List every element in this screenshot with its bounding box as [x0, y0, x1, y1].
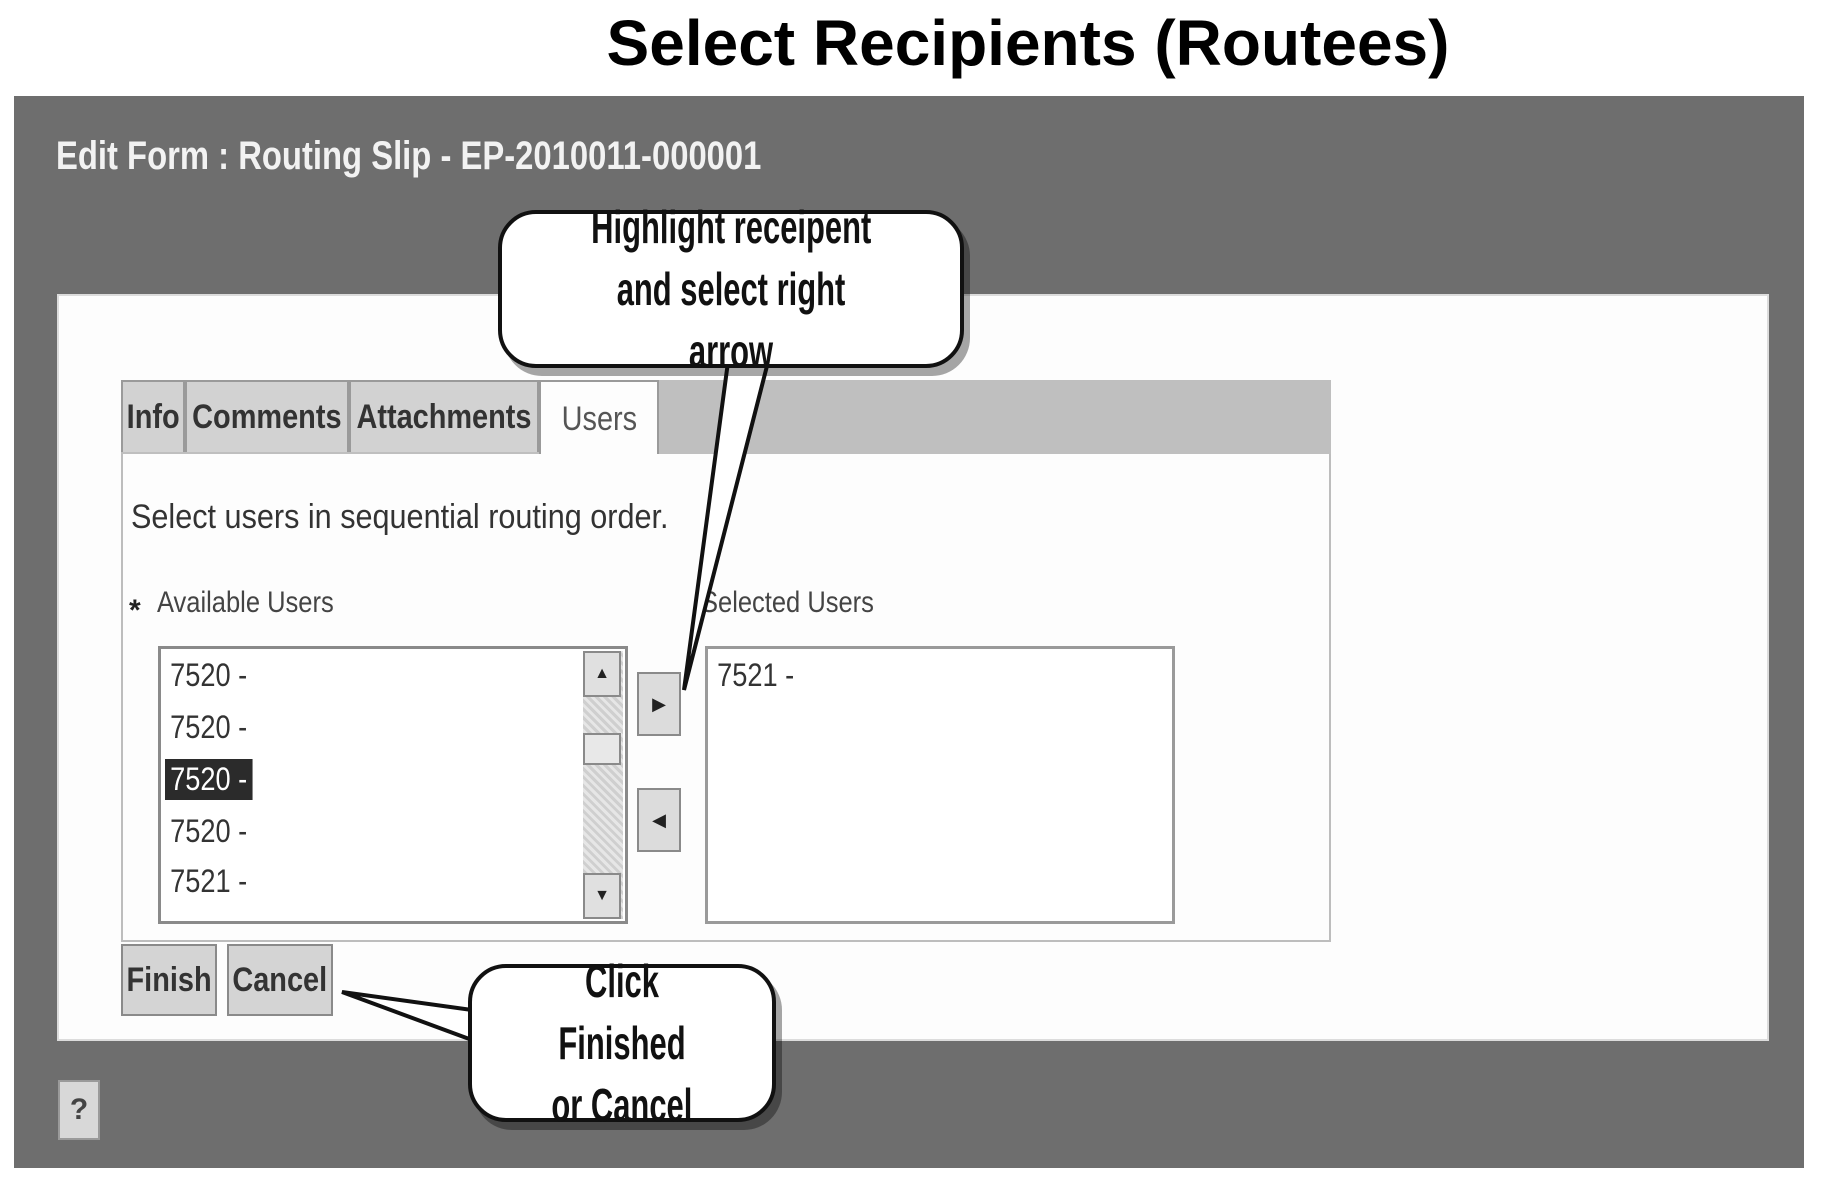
list-item[interactable]: 7520 - [170, 813, 248, 849]
scrollbar-thumb[interactable] [583, 733, 621, 765]
callout-text-line: Click Finished [558, 955, 686, 1069]
help-button[interactable]: ? [58, 1080, 100, 1140]
tab-comments[interactable]: Comments [185, 380, 349, 452]
window-title: Edit Form : Routing Slip - EP-2010011-00… [56, 134, 762, 178]
list-item[interactable]: 7520 - [170, 709, 248, 745]
tab-info[interactable]: Info [121, 380, 185, 452]
available-users-list[interactable]: 7520 - 7520 - 7520 - 7520 - 7521 - ▲ ▼ [158, 646, 628, 924]
arrow-left-icon: ◀ [652, 809, 666, 830]
arrow-right-icon: ▶ [652, 693, 666, 714]
form-panel: Info Comments Attachments Users Select u… [57, 294, 1769, 1041]
users-tab-content: Select users in sequential routing order… [121, 454, 1331, 942]
list-item[interactable]: 7520 - [170, 657, 248, 693]
callout-text-line: and select right arrow [616, 263, 846, 377]
list-item[interactable]: 7521 - [717, 657, 795, 693]
required-marker: * [129, 594, 141, 627]
move-left-button[interactable]: ◀ [637, 788, 681, 852]
scroll-up-icon[interactable]: ▲ [583, 651, 621, 697]
instruction-text: Select users in sequential routing order… [131, 498, 669, 536]
list-item-selected[interactable]: 7520 - [165, 759, 253, 800]
slide-title: Select Recipients (Routees) [606, 7, 1450, 79]
callout-highlight-recipient: Highlight receipent and select right arr… [498, 201, 964, 377]
list-item[interactable]: 7521 - [170, 863, 248, 899]
tab-users[interactable]: Users [539, 380, 659, 456]
callout-text-line: or Cancel [551, 1079, 693, 1131]
finish-button[interactable]: Finish [121, 944, 217, 1016]
tab-strip: Info Comments Attachments Users [121, 380, 1331, 456]
callout-text-line: Highlight receipent [590, 201, 872, 253]
selected-users-label: Selected Users [701, 586, 874, 619]
tab-attachments[interactable]: Attachments [349, 380, 539, 452]
scrollbar[interactable]: ▲ ▼ [583, 651, 623, 919]
callout-finish-cancel: Click Finished or Cancel [468, 955, 776, 1131]
available-users-label: Available Users [157, 586, 334, 619]
selected-users-list[interactable]: 7521 - [705, 646, 1175, 924]
move-right-button[interactable]: ▶ [637, 672, 681, 736]
cancel-button[interactable]: Cancel [227, 944, 333, 1016]
scroll-down-icon[interactable]: ▼ [583, 873, 621, 919]
